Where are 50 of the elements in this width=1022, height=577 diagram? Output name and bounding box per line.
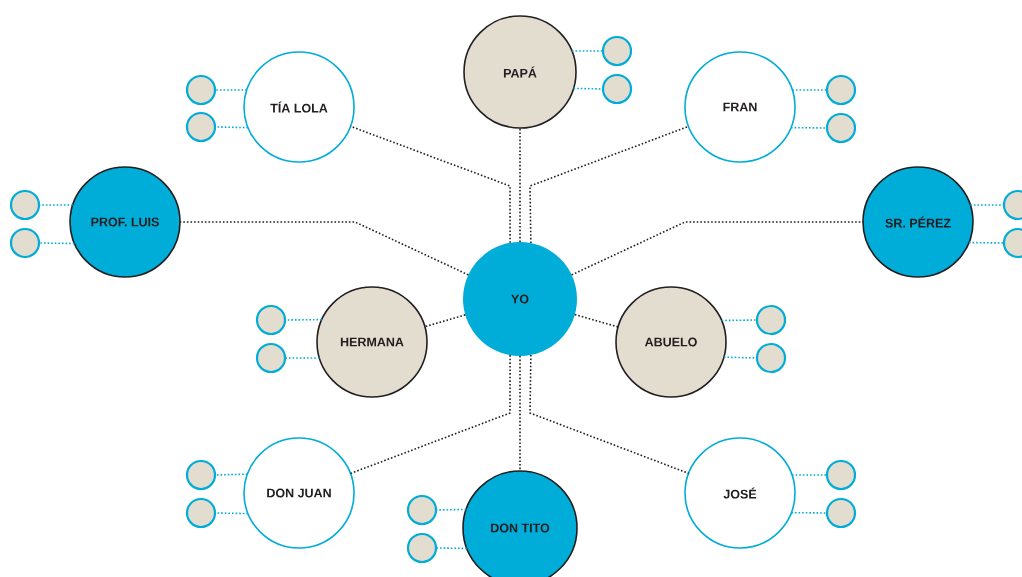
connector-line (349, 125, 511, 244)
small-circle (1002, 189, 1022, 221)
small-circle (1002, 227, 1022, 259)
small-circle (601, 35, 633, 67)
connector-line (720, 319, 758, 322)
small-circle (185, 459, 217, 491)
connector-line (791, 474, 828, 476)
connector-line (214, 473, 249, 476)
connector-line (529, 125, 690, 244)
connector-line (179, 221, 470, 276)
connector-line (435, 508, 467, 511)
small-circle (9, 189, 41, 221)
small-circle (255, 342, 287, 374)
small-circle (185, 497, 217, 529)
connector-line (38, 242, 76, 245)
connector-line (519, 355, 521, 472)
connector-line (969, 204, 1005, 206)
connector-line (424, 314, 467, 328)
small-circle (406, 494, 438, 526)
connector-line (574, 313, 619, 328)
connector-line (790, 511, 828, 514)
connector-line (570, 221, 864, 276)
small-circle (825, 459, 857, 491)
connector-line (214, 89, 248, 91)
small-circle (185, 74, 217, 106)
small-circle (825, 112, 857, 144)
connector-line (214, 126, 249, 129)
connector-line (791, 89, 828, 91)
small-circle (255, 304, 287, 336)
small-circle (406, 532, 438, 564)
connector-line (790, 126, 828, 129)
connector-line (435, 547, 468, 550)
connector-line (571, 50, 604, 52)
small-circle (825, 497, 857, 529)
connector-line (349, 354, 511, 475)
connector-line (723, 356, 758, 359)
connector-line (284, 357, 321, 359)
connector-line (519, 127, 521, 243)
small-circle (755, 342, 787, 374)
small-circle (9, 227, 41, 259)
connector-line (529, 354, 690, 475)
connector-line (38, 204, 74, 206)
connector-line (284, 318, 323, 321)
small-circle (755, 304, 787, 336)
small-circle (185, 111, 217, 143)
connector-line (572, 87, 604, 90)
small-circle (601, 73, 633, 105)
connector-line (214, 512, 249, 515)
connector-line (968, 241, 1005, 244)
small-circle (825, 74, 857, 106)
